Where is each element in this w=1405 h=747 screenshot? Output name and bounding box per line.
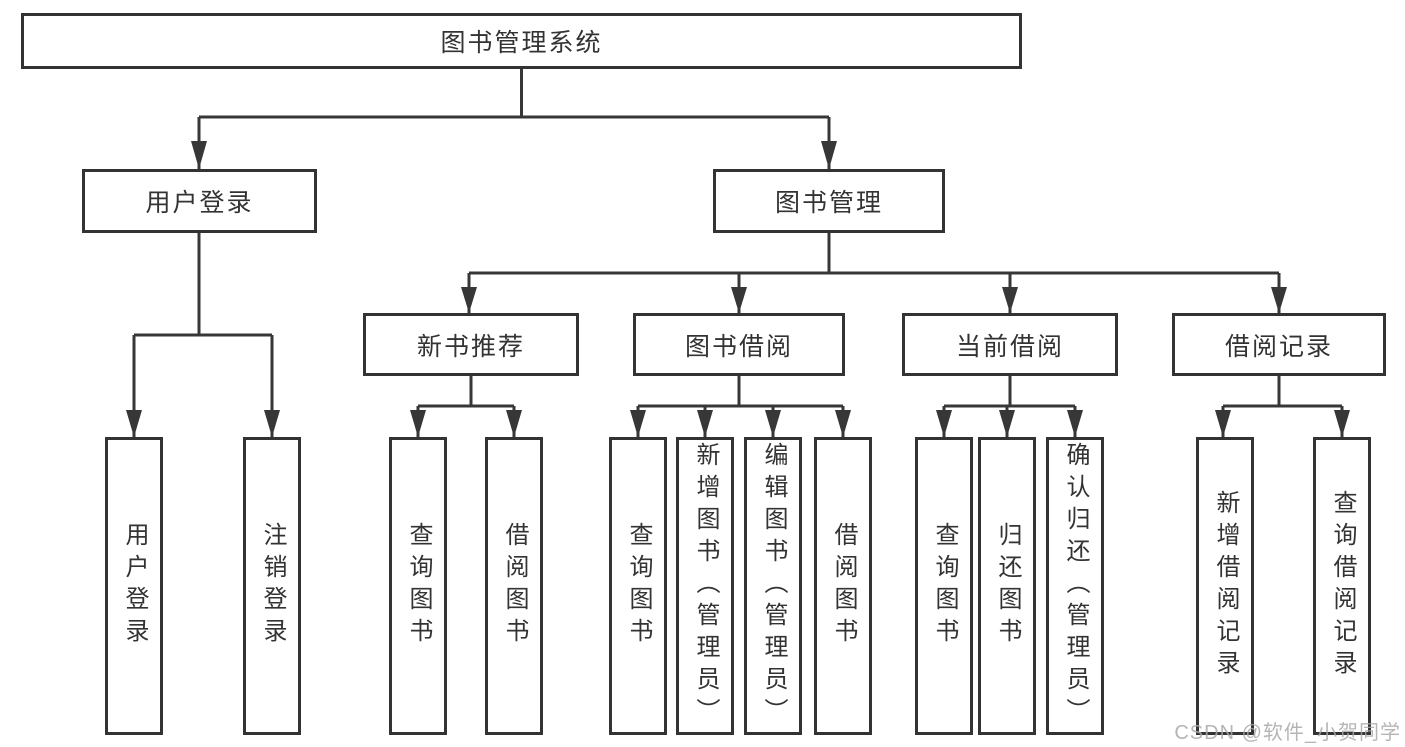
node-current-borrowing: 当前借阅 [902, 313, 1118, 376]
leaf-query-books-2: 查询图书 [609, 437, 667, 735]
leaf-confirm-return-admin: 确认归还（管理员） [1046, 437, 1104, 735]
leaf-logout: 注销登录 [243, 437, 301, 735]
leaf-query-borrow-record: 查询借阅记录 [1313, 437, 1371, 735]
leaf-query-books-1: 查询图书 [389, 437, 447, 735]
node-new-book-recommendation: 新书推荐 [363, 313, 579, 376]
leaf-edit-books-admin: 编辑图书（管理员） [744, 437, 802, 735]
leaf-add-borrow-record: 新增借阅记录 [1196, 437, 1254, 735]
node-library-management-system: 图书管理系统 [21, 13, 1022, 69]
node-book-management: 图书管理 [713, 169, 945, 233]
csdn-watermark: CSDN @软件_小贺同学 [1174, 722, 1401, 744]
node-book-borrowing: 图书借阅 [633, 313, 845, 376]
leaf-add-books-admin: 新增图书（管理员） [676, 437, 734, 735]
node-borrowing-records: 借阅记录 [1172, 313, 1386, 376]
leaf-query-books-3: 查询图书 [915, 437, 973, 735]
leaf-borrow-books-2: 借阅图书 [814, 437, 872, 735]
leaf-return-books: 归还图书 [978, 437, 1036, 735]
leaf-borrow-books-1: 借阅图书 [485, 437, 543, 735]
leaf-user-login: 用户登录 [105, 437, 163, 735]
node-user-login: 用户登录 [82, 169, 317, 233]
